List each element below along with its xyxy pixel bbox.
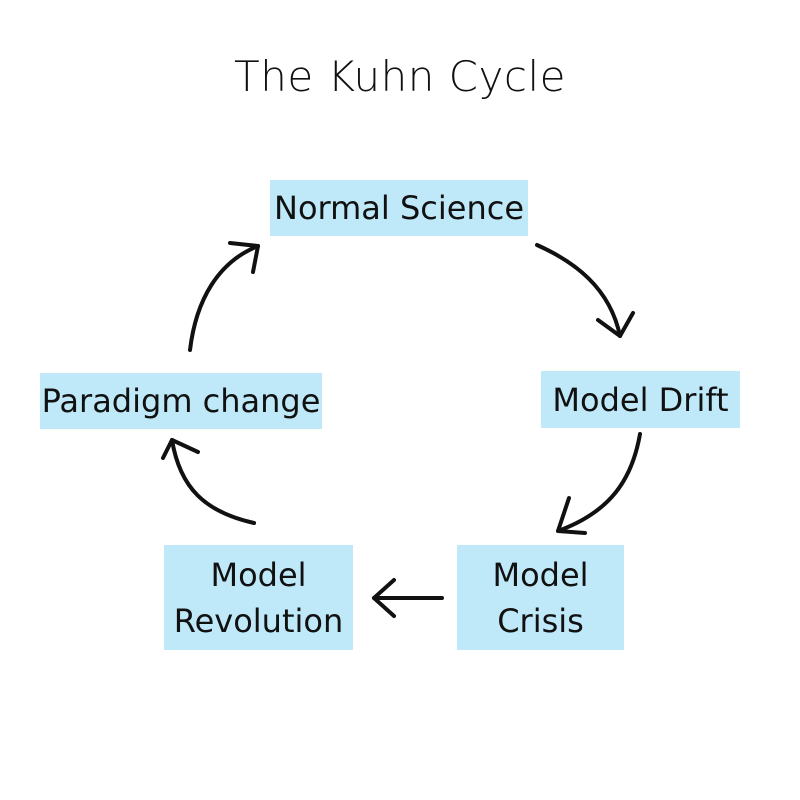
node-label-line-2: Revolution: [173, 601, 344, 640]
arrow-drift-to-crisis: [556, 432, 642, 535]
node-model-drift: Model Drift: [541, 371, 740, 428]
diagram-title: The Kuhn Cycle: [234, 52, 566, 101]
node-label: Model Drift: [552, 380, 729, 419]
node-label-line-1: Model: [210, 555, 307, 594]
node-model-revolution: Model Revolution: [164, 545, 353, 650]
arrow-crisis-to-revolution: [372, 578, 444, 618]
node-label-line-2: Crisis: [497, 601, 584, 640]
node-normal-science: Normal Science: [270, 180, 528, 236]
arrow-revolution-to-paradigm: [161, 438, 256, 525]
arrow-paradigm-to-normal: [188, 241, 260, 352]
node-model-crisis: Model Crisis: [457, 545, 624, 650]
node-label: Normal Science: [274, 189, 524, 227]
arrow-normal-to-drift: [535, 243, 635, 338]
node-label-line-1: Model: [492, 555, 589, 594]
node-paradigm-change: Paradigm change: [40, 373, 322, 429]
node-label: Paradigm change: [41, 382, 321, 420]
